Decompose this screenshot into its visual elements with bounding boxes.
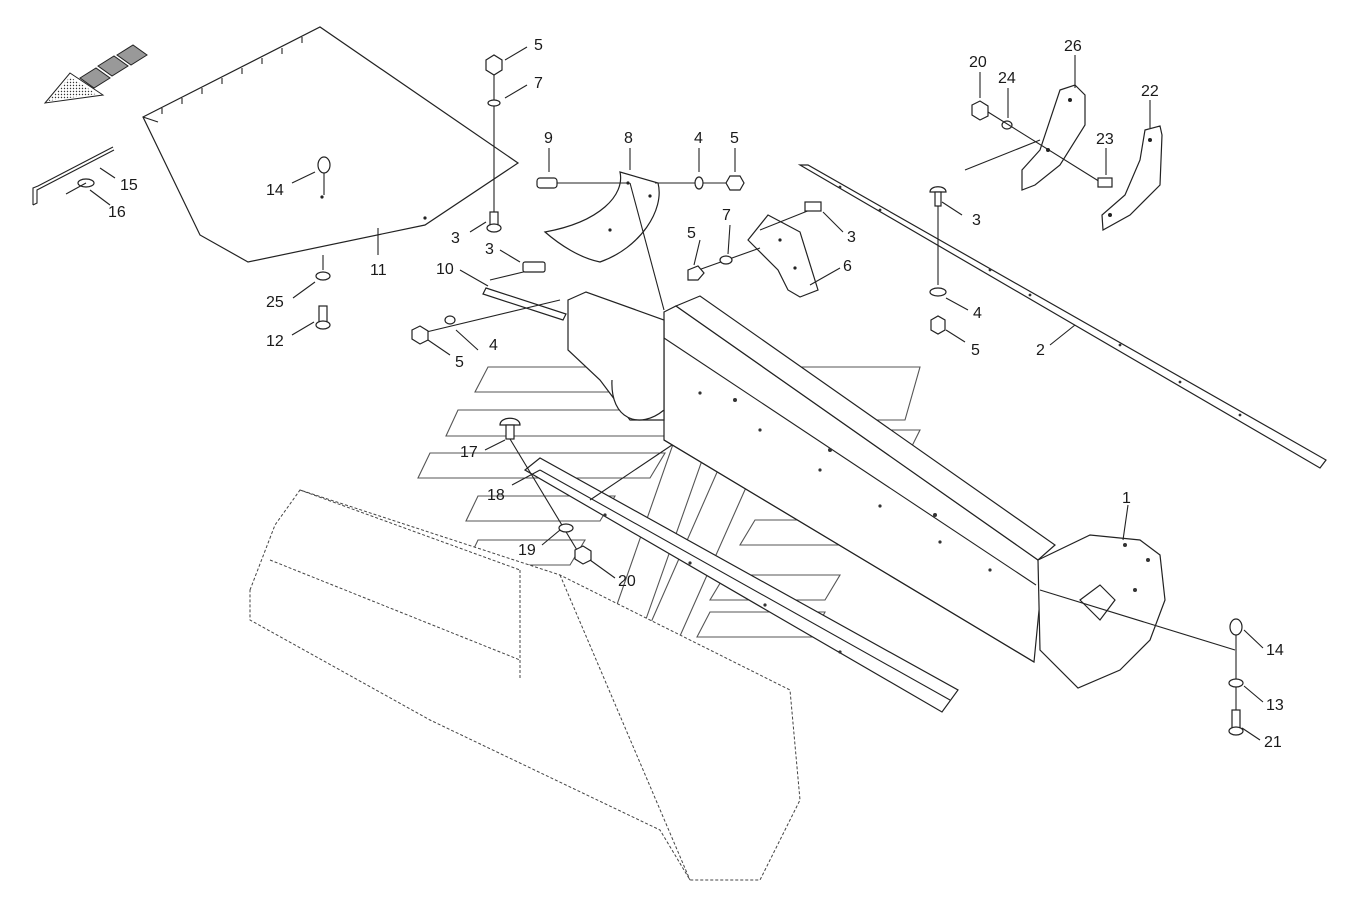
callout-21: 21 <box>1264 734 1282 751</box>
callout-10: 10 <box>436 261 454 278</box>
part-26-side-plate <box>1021 84 1086 191</box>
callout-5: 5 <box>730 130 739 147</box>
callout-19: 19 <box>518 542 536 559</box>
callout-14: 14 <box>266 182 284 199</box>
callout-7: 7 <box>534 75 543 92</box>
callout-4: 4 <box>973 305 982 322</box>
callout-20: 20 <box>618 573 636 590</box>
callout-12: 12 <box>266 333 284 350</box>
callout-13: 13 <box>1266 697 1284 714</box>
callout-3: 3 <box>451 230 460 247</box>
leader-lines <box>89 46 1264 741</box>
callout-23: 23 <box>1096 131 1114 148</box>
fastener-stack-top <box>485 54 503 233</box>
callout-6: 6 <box>843 258 852 275</box>
callout-11: 11 <box>370 262 387 279</box>
callout-16: 16 <box>108 204 126 221</box>
callout-25: 25 <box>266 294 284 311</box>
callout-14: 14 <box>1266 642 1284 659</box>
callout-7: 7 <box>722 207 731 224</box>
callout-5: 5 <box>455 354 464 371</box>
main-beam-assembly <box>567 291 1236 689</box>
part-11-cover-sheet <box>142 26 520 263</box>
fastener-4-5-top <box>655 175 745 191</box>
callout-15: 15 <box>120 177 138 194</box>
callout-4: 4 <box>694 130 703 147</box>
callout-8: 8 <box>624 130 633 147</box>
fasteners-20-24-23 <box>964 100 1113 188</box>
callout-5: 5 <box>971 342 980 359</box>
part-22-side-plate <box>1101 125 1163 231</box>
part-6-bracket <box>687 201 822 298</box>
callout-26: 26 <box>1064 38 1082 55</box>
callout-5: 5 <box>687 225 696 242</box>
part-16-lynch-pin <box>65 178 95 195</box>
part-8-curved-guard <box>536 171 660 263</box>
callout-4: 4 <box>489 337 498 354</box>
callout-24: 24 <box>998 70 1016 87</box>
part-18-bar <box>523 457 959 713</box>
part-14-eyebolt-left <box>317 156 331 195</box>
part-15-pin <box>32 146 115 206</box>
callout-18: 18 <box>487 487 505 504</box>
callout-20: 20 <box>969 54 987 71</box>
fastener-stack-right-bottom <box>1228 618 1244 736</box>
fastener-stack-right <box>929 186 947 335</box>
fastener-stack-lower <box>499 417 673 565</box>
callout-2: 2 <box>1036 342 1045 359</box>
callout-3: 3 <box>485 241 494 258</box>
callout-3: 3 <box>972 212 981 229</box>
callout-5: 5 <box>534 37 543 54</box>
part-10-strip <box>411 261 567 345</box>
callout-1: 1 <box>1122 490 1131 507</box>
callout-17: 17 <box>460 444 478 461</box>
ghost-machine-body <box>249 489 801 881</box>
callout-9: 9 <box>544 130 553 147</box>
direction-arrow-icon <box>43 44 148 104</box>
callout-22: 22 <box>1141 83 1159 100</box>
fastener-stack-cover <box>315 255 331 330</box>
part-2-long-strip <box>797 164 1327 469</box>
callout-3: 3 <box>847 229 856 246</box>
callout-labels: 5 7 9 8 4 5 20 24 26 22 23 15 16 14 3 11… <box>108 37 1284 751</box>
